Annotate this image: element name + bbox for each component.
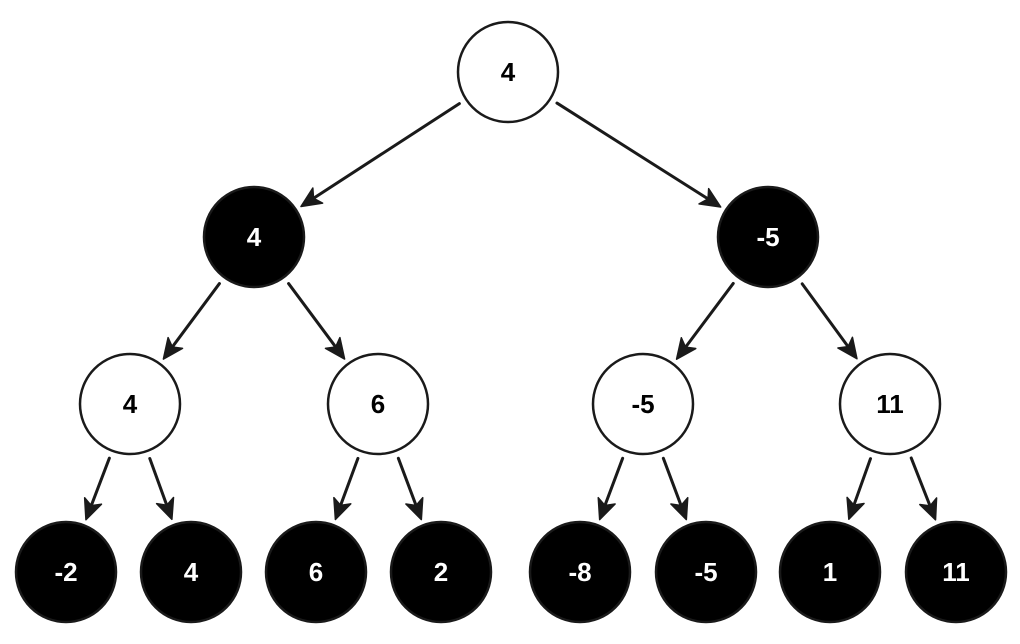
tree-node-level3-3: 2 [389, 520, 493, 624]
edge-l0-n0-to-n1 [555, 101, 722, 208]
edge-l0-n0-to-n0-arrowhead [300, 187, 324, 208]
edge-l2-n1-to-n2-line [339, 456, 360, 506]
tree-node-level2-0: 4 [78, 352, 182, 456]
edge-l2-n0-to-n1 [148, 457, 175, 521]
min-node-circle [904, 520, 1008, 624]
edge-l2-n0-to-n0-line [90, 456, 111, 507]
node-value-label: 4 [123, 389, 138, 419]
min-node-circle [264, 520, 368, 624]
node-value-label: 6 [309, 557, 323, 587]
edge-l2-n3-to-n6-arrowhead [846, 496, 865, 521]
node-value-label: -5 [756, 222, 779, 252]
min-node-circle [202, 185, 306, 289]
node-value-label: -8 [568, 557, 591, 587]
edge-l1-n0-to-n0 [162, 282, 221, 360]
edge-l2-n2-to-n5-arrowhead [670, 496, 689, 521]
edge-l1-n0-to-n0-line [171, 282, 221, 348]
max-node-circle [838, 352, 942, 456]
node-value-label: 11 [942, 557, 970, 587]
edge-l2-n2-to-n5-line [661, 456, 683, 507]
edge-l2-n2-to-n4-arrowhead [597, 496, 616, 521]
node-value-label: 4 [501, 57, 516, 87]
edge-l2-n3-to-n7 [909, 456, 938, 521]
edge-l2-n1-to-n3 [396, 456, 424, 521]
edge-l2-n3-to-n6-line [852, 457, 872, 506]
edge-l2-n3-to-n7-line [909, 456, 932, 507]
edge-l1-n1-to-n2-arrowhead [675, 337, 697, 360]
edge-l0-n0-to-n1-arrowhead [698, 187, 722, 208]
edge-l1-n0-to-n1-line [287, 282, 337, 348]
node-value-label: 4 [247, 222, 262, 252]
node-value-label: -2 [54, 557, 77, 587]
edge-l2-n2-to-n5 [661, 456, 689, 521]
node-value-label: 6 [371, 389, 385, 419]
node-value-label: -5 [694, 557, 717, 587]
node-value-label: 4 [184, 557, 199, 587]
edge-l1-n0-to-n1 [287, 282, 346, 360]
edge-l2-n0-to-n1-arrowhead [155, 496, 175, 521]
min-node-circle [716, 185, 820, 289]
tree-node-level1-0: 4 [202, 185, 306, 289]
max-node-circle [326, 352, 430, 456]
tree-node-level3-1: 4 [139, 520, 243, 624]
edge-l0-n0-to-n0 [300, 102, 461, 208]
min-node-circle [528, 520, 632, 624]
edge-l2-n3-to-n6 [846, 457, 872, 521]
edge-l1-n1-to-n2-line [684, 281, 735, 348]
max-node-circle [78, 352, 182, 456]
max-node-circle [456, 20, 560, 124]
tree-node-level2-2: -5 [591, 352, 695, 456]
edge-l2-n1-to-n3-arrowhead [405, 496, 424, 521]
edge-l1-n0-to-n0-arrowhead [162, 336, 184, 360]
edge-l2-n3-to-n7-arrowhead [919, 497, 938, 521]
tree-node-level3-2: 6 [264, 520, 368, 624]
tree-node-level2-1: 6 [326, 352, 430, 456]
edge-l0-n0-to-n1-line [555, 101, 709, 200]
edge-l1-n1-to-n2 [675, 281, 735, 360]
edges [83, 101, 938, 521]
edge-l1-n1-to-n3-line [800, 282, 850, 348]
node-value-label: 11 [876, 389, 904, 419]
tree-node-level0-0: 4 [456, 20, 560, 124]
node-value-label: 1 [823, 557, 837, 587]
node-value-label: -5 [631, 389, 654, 419]
edge-l1-n1-to-n3 [800, 282, 858, 360]
edge-l2-n1-to-n3-line [396, 456, 418, 507]
tree-node-level3-6: 1 [778, 520, 882, 624]
min-node-circle [654, 520, 758, 624]
edge-l2-n1-to-n2 [333, 456, 360, 521]
min-node-circle [389, 520, 493, 624]
tree-node-level3-4: -8 [528, 520, 632, 624]
edge-l2-n2-to-n4-line [603, 456, 625, 507]
edge-l2-n0-to-n0-arrowhead [83, 497, 103, 521]
tree-node-level3-7: 11 [904, 520, 1008, 624]
min-node-circle [778, 520, 882, 624]
tree-node-level1-1: -5 [716, 185, 820, 289]
node-value-label: 2 [434, 557, 448, 587]
min-node-circle [14, 520, 118, 624]
edge-l1-n0-to-n1-arrowhead [324, 336, 346, 360]
edge-l0-n0-to-n0-line [312, 102, 461, 200]
edge-l2-n0-to-n1-line [148, 457, 168, 506]
tree-node-level3-0: -2 [14, 520, 118, 624]
tree-node-level2-3: 11 [838, 352, 942, 456]
tree-node-level3-5: -5 [654, 520, 758, 624]
edge-l1-n1-to-n3-arrowhead [837, 336, 858, 360]
edge-l2-n1-to-n2-arrowhead [333, 496, 352, 521]
edge-l2-n0-to-n0 [83, 456, 111, 521]
min-node-circle [139, 520, 243, 624]
edge-l2-n2-to-n4 [597, 456, 625, 521]
max-node-circle [591, 352, 695, 456]
